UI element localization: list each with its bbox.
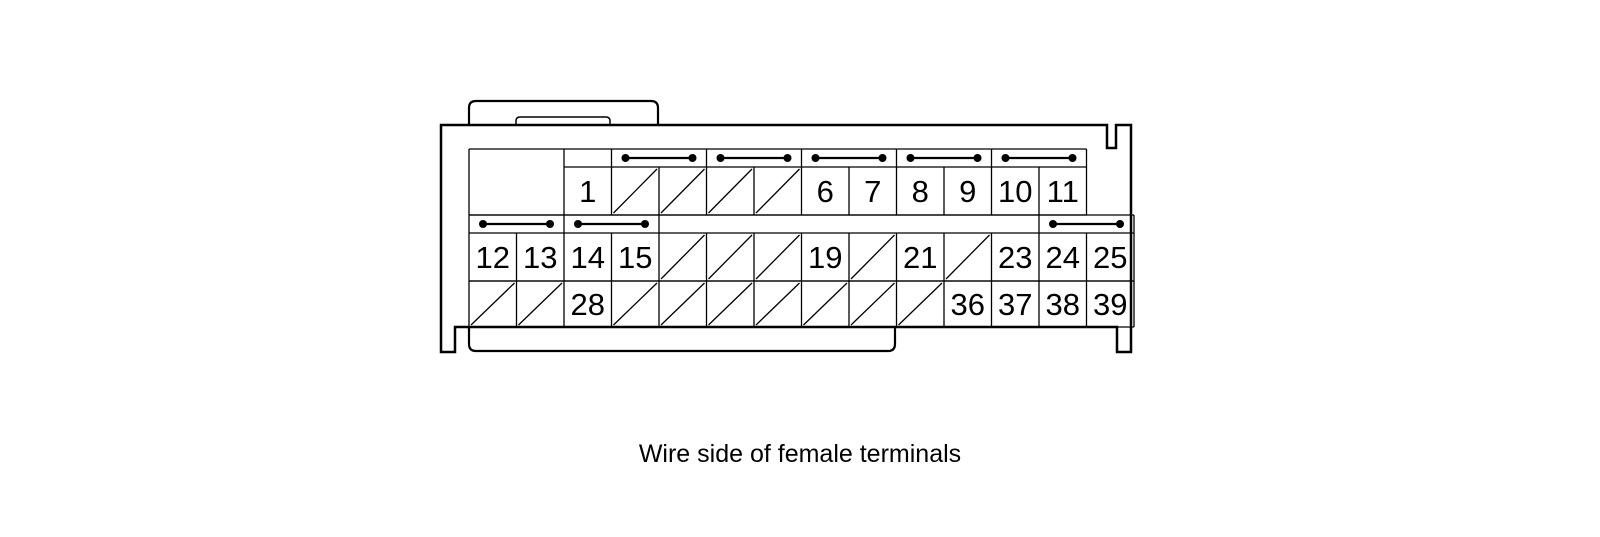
jumper-links xyxy=(479,154,1124,228)
jumper-dot xyxy=(1001,154,1010,162)
jumper-dot xyxy=(1116,220,1124,228)
unused-cavity-slash xyxy=(660,282,705,326)
jumper-dot xyxy=(688,154,697,162)
unused-cavity-slash xyxy=(850,234,895,280)
unused-cavity-slash xyxy=(755,282,800,326)
connector-housing xyxy=(439,99,1133,354)
terminal-number: 25 xyxy=(1093,240,1127,275)
unused-cavity-slash xyxy=(945,234,990,280)
diagram-caption: Wire side of female terminals xyxy=(638,440,962,468)
bottom-skirt xyxy=(467,327,897,353)
unused-cavity-slash xyxy=(755,234,800,280)
terminal-number: 19 xyxy=(808,240,842,275)
jumper-dot xyxy=(716,154,725,162)
terminal-number: 10 xyxy=(998,174,1032,209)
unused-cavity-slash xyxy=(613,282,658,326)
terminal-number: 24 xyxy=(1046,240,1080,275)
terminal-number: 38 xyxy=(1046,287,1080,322)
jumper-dot xyxy=(621,154,630,162)
terminal-number: 37 xyxy=(998,287,1032,322)
terminal-number: 36 xyxy=(951,287,985,322)
terminal-number: 13 xyxy=(523,240,557,275)
unused-cavity-slash xyxy=(755,168,800,214)
terminal-number: 15 xyxy=(618,240,652,275)
latch-slot xyxy=(515,116,611,125)
terminal-number: 39 xyxy=(1093,287,1127,322)
unused-cavity-slash xyxy=(660,234,705,280)
latch-tab xyxy=(467,99,660,125)
unused-cavity-slash xyxy=(660,168,705,214)
unused-cavity-slash xyxy=(470,282,515,326)
terminal-number: 21 xyxy=(903,240,937,275)
unused-cavity-slash xyxy=(518,282,563,326)
jumper-dot xyxy=(878,154,887,162)
terminal-number: 9 xyxy=(959,174,976,209)
jumper-dot xyxy=(574,220,582,228)
terminal-number: 23 xyxy=(998,240,1032,275)
jumper-dot xyxy=(641,220,649,228)
jumper-dot xyxy=(546,220,554,228)
terminal-number: 6 xyxy=(817,174,834,209)
jumper-dot xyxy=(1049,220,1057,228)
terminal-number: 14 xyxy=(571,240,605,275)
jumper-dot xyxy=(783,154,792,162)
terminal-number: 28 xyxy=(571,287,605,322)
unused-cavity-slash xyxy=(803,282,848,326)
terminal-number: 11 xyxy=(1047,174,1079,209)
unused-cavity-slash xyxy=(613,168,658,214)
terminal-number: 7 xyxy=(864,174,881,209)
unused-cavity-slash xyxy=(850,282,895,326)
jumper-dot xyxy=(1068,154,1077,162)
unused-cavity-slash xyxy=(708,168,753,214)
unused-cavity-slash xyxy=(898,282,943,326)
jumper-dot xyxy=(973,154,982,162)
jumper-dot xyxy=(906,154,915,162)
terminal-number: 1 xyxy=(579,174,596,209)
housing-outline xyxy=(439,123,1133,354)
terminal-number: 8 xyxy=(912,174,929,209)
unused-cavity-slash xyxy=(708,282,753,326)
jumper-dot xyxy=(479,220,487,228)
unused-cavity-slash xyxy=(708,234,753,280)
jumper-dot xyxy=(811,154,820,162)
terminal-number: 12 xyxy=(476,240,510,275)
